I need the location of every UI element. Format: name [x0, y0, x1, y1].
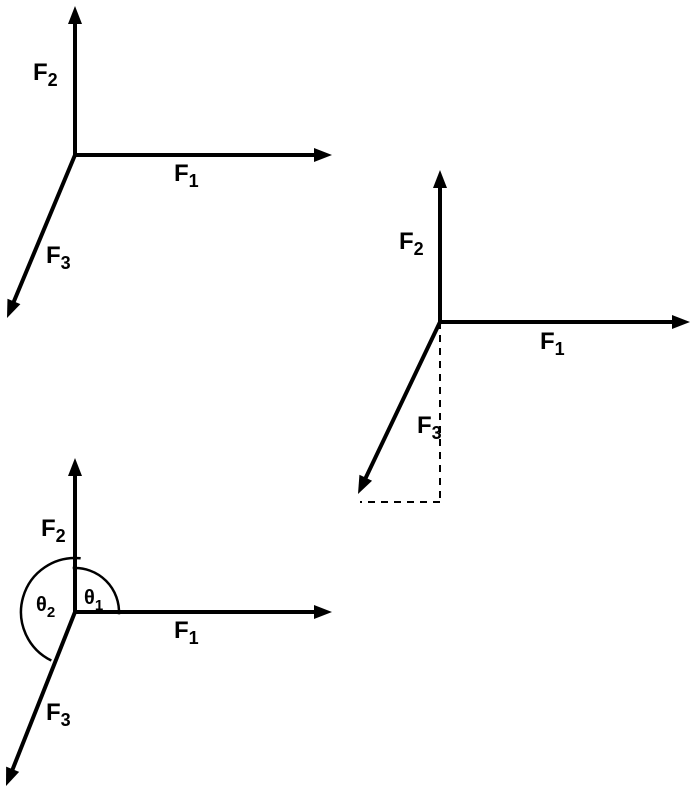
vector-F3-arrowhead: [6, 766, 20, 786]
vector-F2-label: F2: [41, 515, 66, 546]
vector-F3-line: [9, 611, 77, 773]
vector-F1-label: F1: [174, 617, 199, 648]
vector-F1-arrowhead: [314, 148, 332, 162]
vector-F3-label: F3: [417, 412, 442, 443]
theta2-arc: [19, 556, 81, 662]
vector-F1-arrowhead: [672, 315, 690, 329]
vector-F3-label: F3: [46, 242, 71, 273]
vector-F1-label: F1: [540, 328, 565, 359]
vector-F3-line: [362, 321, 442, 482]
vector-F1-label: F1: [174, 160, 199, 191]
theta1-arc: [72, 566, 121, 615]
vector-F3-arrowhead: [7, 298, 21, 318]
angle-theta1-label: θ1: [84, 587, 103, 614]
vector-F2-arrowhead: [68, 6, 82, 24]
vector-F2-arrowhead: [68, 458, 82, 476]
vector-F3-arrowhead: [358, 474, 373, 494]
vector-F2-arrowhead: [433, 170, 447, 188]
vector-F3-line: [10, 154, 77, 305]
vector-F1-arrowhead: [314, 605, 332, 619]
vector-F2-label: F2: [33, 59, 58, 90]
angle-theta2-label: θ2: [36, 594, 55, 621]
vector-F3-label: F3: [46, 699, 71, 730]
vector-F2-label: F2: [399, 228, 424, 259]
